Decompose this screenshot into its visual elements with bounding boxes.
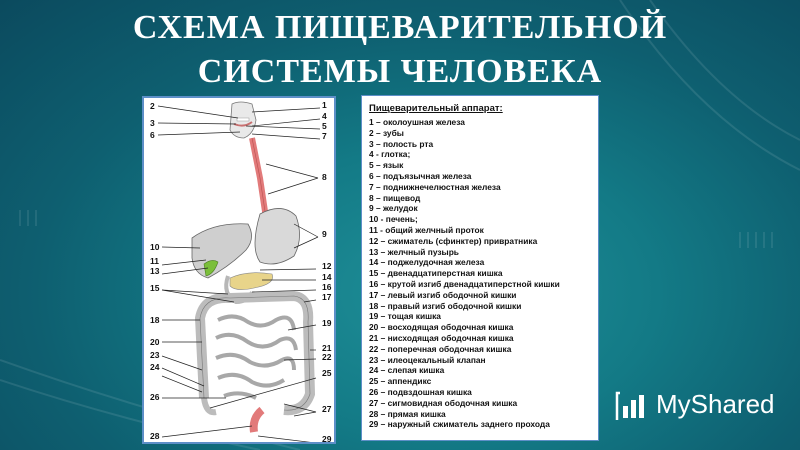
figure-number-label: 2 bbox=[150, 101, 155, 111]
figure-number-label: 23 bbox=[150, 350, 160, 360]
mouth-shape bbox=[233, 121, 253, 127]
figure-number-label: 27 bbox=[322, 404, 332, 414]
figure-number-label: 1 bbox=[322, 100, 327, 110]
legend-panel: Пищеварительный аппарат: 1 – околоушная … bbox=[361, 95, 599, 441]
figure-number-label: 29 bbox=[322, 434, 332, 444]
figure-number-label: 19 bbox=[322, 318, 332, 328]
legend-item: 2 – зубы bbox=[369, 127, 404, 138]
legend-item: 8 – пищевод bbox=[369, 192, 421, 203]
legend-item: 16 – крутой изгиб двенадцатиперстной киш… bbox=[369, 278, 560, 289]
legend-item: 9 – желудок bbox=[369, 203, 418, 214]
figure-number-label: 21 bbox=[322, 343, 332, 353]
legend-item: 7 – поднижнечелюстная железа bbox=[369, 181, 501, 192]
figure-number-label: 24 bbox=[150, 362, 160, 372]
legend-item: 15 – двенадцатиперстная кишка bbox=[369, 268, 503, 279]
legend-item: 6 – подъязычная железа bbox=[369, 170, 472, 181]
figure-number-label: 9 bbox=[322, 229, 327, 239]
anatomy-drawing bbox=[157, 101, 321, 442]
legend-item: 11 - общий желчный проток bbox=[369, 224, 484, 235]
stomach-shape bbox=[254, 208, 300, 265]
cecum-shape bbox=[201, 397, 217, 416]
gallbladder-shape bbox=[203, 260, 219, 277]
legend-item: 17 – левый изгиб ободочной кишки bbox=[369, 289, 517, 300]
pancreas-shape bbox=[229, 272, 273, 290]
figure-number-label: 4 bbox=[322, 111, 327, 121]
legend-heading: Пищеварительный аппарат: bbox=[369, 103, 503, 114]
legend-item: 3 – полость рта bbox=[369, 138, 434, 149]
figure-number-label: 13 bbox=[150, 266, 160, 276]
figure-number-label: 22 bbox=[322, 352, 332, 362]
legend-item: 13 – желчный пузырь bbox=[369, 246, 459, 257]
legend-item: 26 – подвздошная кишка bbox=[369, 386, 472, 397]
leader-lines bbox=[157, 105, 321, 442]
brand-name: MyShared bbox=[656, 389, 775, 419]
figure-number-label: 20 bbox=[150, 337, 160, 347]
figure-number-label: 7 bbox=[322, 131, 327, 141]
liver-shape bbox=[191, 223, 252, 279]
teeth-shape bbox=[236, 117, 250, 122]
legend-item: 23 – илеоцекальный клапан bbox=[369, 354, 486, 365]
legend-item: 28 – прямая кишка bbox=[369, 408, 446, 419]
legend-item: 18 – правый изгиб ободочной кишки bbox=[369, 300, 522, 311]
small-intestine-shape bbox=[215, 314, 298, 400]
figure-number-label: 14 bbox=[322, 272, 332, 282]
legend-item: 1 – околоушная железа bbox=[369, 117, 465, 127]
legend-item: 24 – слепая кишка bbox=[369, 365, 445, 376]
legend-item: 10 - печень; bbox=[369, 214, 418, 225]
title-line-1: СХЕМА ПИЩЕВАРИТЕЛЬНОЙ bbox=[132, 9, 668, 46]
legend-item: 27 – сигмовидная ободочная кишка bbox=[369, 397, 518, 408]
figure-number-label: 16 bbox=[322, 282, 332, 292]
figure-number-label: 8 bbox=[322, 172, 327, 182]
title-line-2: СИСТЕМЫ ЧЕЛОВЕКА bbox=[197, 53, 603, 90]
figure-number-label: 26 bbox=[150, 392, 160, 402]
legend-item: 21 – нисходящая ободочная кишка bbox=[369, 332, 514, 343]
legend-item: 5 – язык bbox=[369, 160, 404, 171]
colon-shape bbox=[194, 290, 316, 416]
figure-number-label: 17 bbox=[322, 292, 332, 302]
bar-chart-icon bbox=[615, 391, 644, 420]
legend-item: 20 – восходящая ободочная кишка bbox=[369, 322, 514, 333]
legend-item: 4 - глотка; bbox=[369, 149, 411, 160]
figure-number-label: 18 bbox=[150, 315, 160, 325]
figure-number-label: 10 bbox=[150, 242, 160, 252]
legend-item: 22 – поперечная ободочная кишка bbox=[369, 343, 512, 354]
legend-item: 25 – аппендикс bbox=[369, 376, 432, 387]
figure-number-label: 6 bbox=[150, 130, 155, 140]
figure-number-label: 5 bbox=[322, 121, 327, 131]
legend-item: 29 – наружный сжиматель заднего прохода bbox=[369, 419, 550, 430]
legend-item: 12 – сжиматель (сфинктер) привратника bbox=[369, 235, 538, 246]
figure-number-label: 25 bbox=[322, 368, 332, 378]
figure-number-label: 15 bbox=[150, 283, 160, 293]
rectum-shape bbox=[249, 406, 265, 433]
legend-item: 19 – тощая кишка bbox=[369, 311, 441, 322]
figure-number-label: 28 bbox=[150, 431, 160, 441]
figure-number-label: 3 bbox=[150, 118, 155, 128]
brand-watermark[interactable]: MyShared bbox=[614, 386, 784, 426]
figure-number-label: 12 bbox=[322, 261, 332, 271]
page-title: СХЕМА ПИЩЕВАРИТЕЛЬНОЙ СИСТЕМЫ ЧЕЛОВЕКА bbox=[60, 6, 740, 94]
figure-number-label: 11 bbox=[150, 256, 159, 266]
legend-item: 14 – поджелудочная железа bbox=[369, 257, 485, 268]
